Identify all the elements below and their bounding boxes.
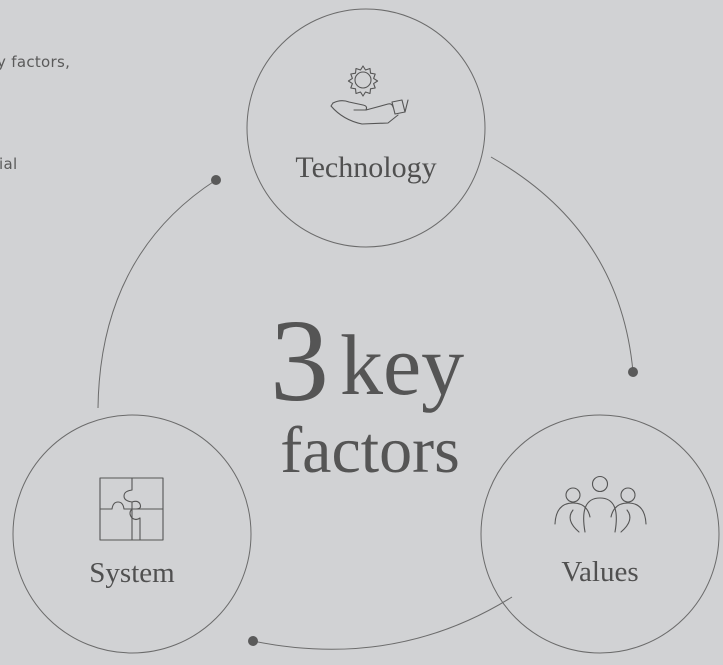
puzzle-icon [99, 477, 164, 541]
arc-end-dot-technology [211, 175, 221, 185]
center-word-key: key [340, 317, 465, 413]
values-label: Values [561, 556, 639, 588]
people-icon [554, 475, 647, 533]
center-number: 3 [270, 295, 329, 426]
background-text-line-1: y factors, [0, 53, 71, 71]
hand-gear-icon [330, 65, 409, 125]
center-word-factors: factors [280, 414, 460, 487]
arc-values-to-system [252, 596, 513, 650]
values-circle [480, 414, 720, 654]
technology-label: Technology [295, 151, 437, 184]
arc-end-dot-values [628, 367, 638, 377]
arc-technology-to-values [490, 156, 634, 373]
arc-end-dot-system [248, 636, 258, 646]
background-text-line-2: ial [0, 155, 18, 173]
arc-system-to-technology [97, 179, 217, 409]
technology-circle [246, 8, 486, 248]
system-label: System [89, 557, 175, 589]
system-circle [12, 414, 252, 654]
